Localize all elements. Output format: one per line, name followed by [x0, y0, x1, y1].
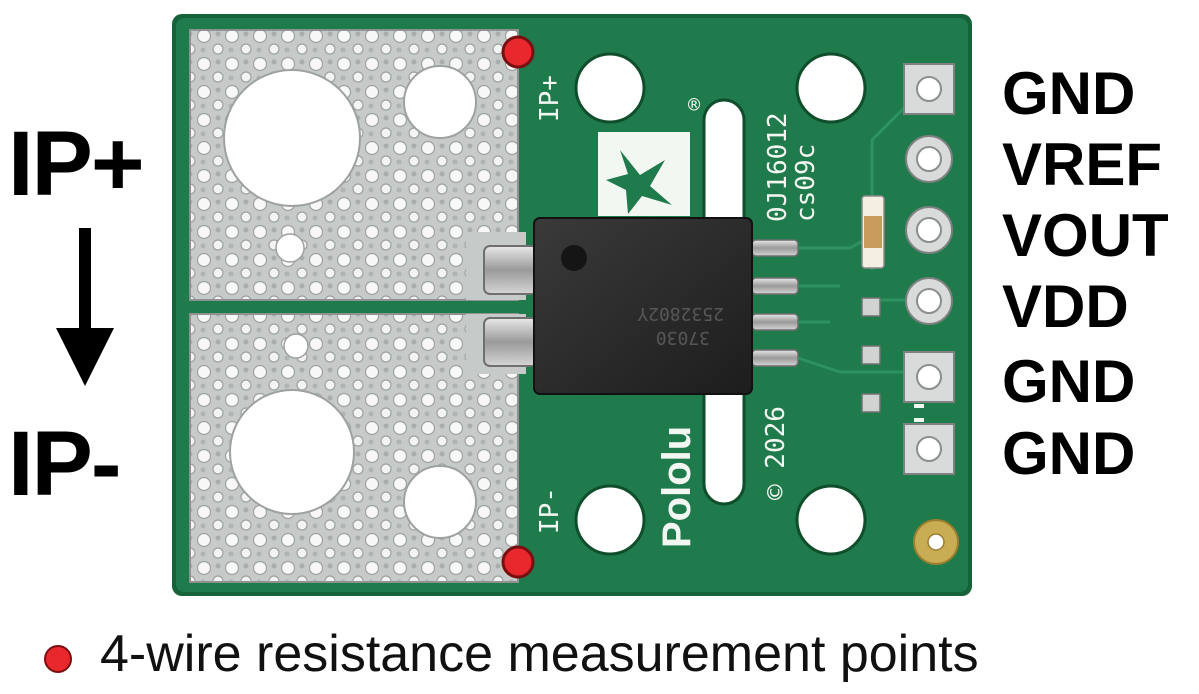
- pin-label-vref: VREF: [1002, 131, 1163, 198]
- smd-component: [861, 195, 885, 269]
- copyright-year: © 2026: [761, 406, 791, 500]
- ip-minus-label: IP-: [8, 413, 122, 515]
- ip-plus-label: IP+: [8, 113, 145, 215]
- chip-marking-line2: 2532802Y: [637, 303, 724, 324]
- measurement-point-top-marker: [501, 35, 535, 69]
- revision-code: cs09c: [791, 144, 821, 222]
- legend-text: 4-wire resistance measurement points: [100, 625, 979, 683]
- serial-number: 0J16012: [763, 112, 793, 222]
- header-pins: [903, 63, 955, 475]
- registered-mark: ®: [688, 93, 701, 117]
- legend-red-dot-icon: [44, 645, 72, 673]
- pin-label-gnd-2: GND: [1002, 348, 1136, 415]
- silkscreen-ip-plus: IP+: [535, 75, 565, 122]
- chip-marking-line1: 37030: [656, 327, 710, 348]
- current-direction-arrow-icon: [56, 228, 114, 386]
- chip-leads-left: [483, 245, 539, 367]
- pin-label-vdd: VDD: [1002, 273, 1129, 340]
- pololu-logo-icon: [598, 132, 690, 216]
- test-pads: [861, 297, 881, 413]
- brand-name: Pololu: [655, 426, 699, 548]
- pin-label-gnd-1: GND: [1002, 60, 1136, 127]
- ip-plus-plated-pad: [189, 29, 526, 301]
- silkscreen-ip-minus: IP-: [535, 487, 565, 534]
- measurement-point-bottom-marker: [501, 545, 535, 579]
- sensor-chip: 37030 2532802Y: [533, 217, 753, 395]
- ip-minus-plated-pad: [189, 313, 526, 583]
- pin-label-vout: VOUT: [1002, 202, 1169, 269]
- mounting-holes: [574, 52, 867, 556]
- pin-label-gnd-3: GND: [1002, 420, 1136, 487]
